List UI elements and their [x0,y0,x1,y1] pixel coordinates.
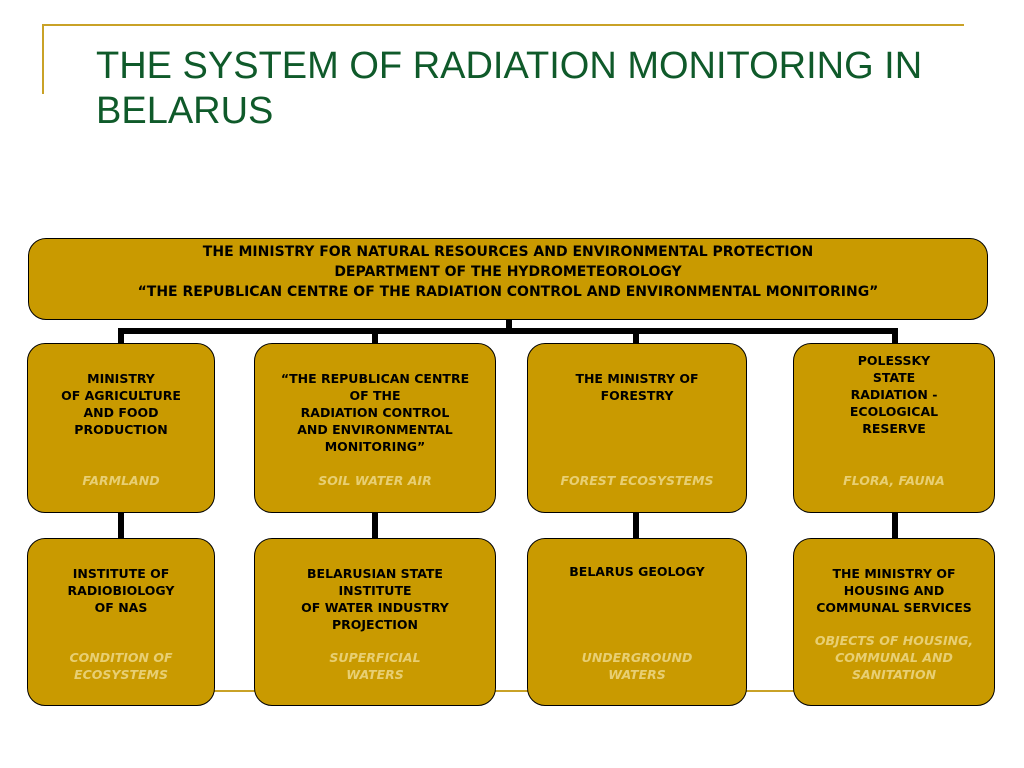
org-name: POLESSKY STATE RADIATION - ECOLOGICAL RE… [849,353,939,436]
top-decor-line [42,24,964,26]
org-name: MINISTRY OF AGRICULTURE AND FOOD PRODUCT… [61,371,181,437]
connector-vertical-3 [633,512,639,540]
connector-vertical-4 [892,512,898,540]
top-box-line-1: THE MINISTRY FOR NATURAL RESOURCES AND E… [202,244,814,260]
box-ministry-forestry: THE MINISTRY OF FORESTRY FOREST ECOSYSTE… [527,343,747,513]
bottom-decor-line [42,690,964,692]
monitoring-object: CONDITION OF ECOSYSTEMS [69,650,173,682]
connector-drop-1 [118,328,124,345]
box-republican-centre: “THE REPUBLICAN CENTRE OF THE RADIATION … [254,343,496,513]
box-belarus-geology: BELARUS GEOLOGY UNDERGROUND WATERS [527,538,747,706]
org-name: INSTITUTE OF RADIOBIOLOGY OF NAS [67,566,175,615]
monitoring-object: UNDERGROUND WATERS [581,650,693,682]
monitoring-object: SOIL WATER AIR [318,473,432,488]
connector-vertical-2 [372,512,378,540]
org-name: THE MINISTRY OF FORESTRY [575,371,699,403]
box-ministry-agriculture: MINISTRY OF AGRICULTURE AND FOOD PRODUCT… [27,343,215,513]
org-name: THE MINISTRY OF HOUSING AND COMMUNAL SER… [816,566,972,615]
connector-horizontal-bar [118,328,898,334]
org-name: BELARUS GEOLOGY [569,564,705,579]
monitoring-object: FARMLAND [82,473,160,488]
connector-top-stem [506,319,512,331]
top-box-line-2: DEPARTMENT OF THE HYDROMETEOROLOGY [334,264,682,280]
ministry-top-box: THE MINISTRY FOR NATURAL RESOURCES AND E… [28,238,988,320]
left-decor-line [42,24,44,94]
top-box-line-3: “THE REPUBLICAN CENTRE OF THE RADIATION … [137,284,879,300]
org-name: BELARUSIAN STATE INSTITUTE OF WATER INDU… [301,566,449,632]
connector-drop-4 [892,328,898,345]
box-water-industry-institute: BELARUSIAN STATE INSTITUTE OF WATER INDU… [254,538,496,706]
monitoring-object: FLORA, FAUNA [843,473,945,488]
connector-drop-3 [633,328,639,345]
box-ministry-housing: THE MINISTRY OF HOUSING AND COMMUNAL SER… [793,538,995,706]
monitoring-object: SUPERFICIAL WATERS [329,650,421,682]
monitoring-object: OBJECTS OF HOUSING, COMMUNAL AND SANITAT… [814,633,974,682]
slide-title: THE SYSTEM OF RADIATION MONITORING IN BE… [96,45,923,132]
connector-vertical-1 [118,512,124,540]
connector-drop-2 [372,328,378,345]
org-name: “THE REPUBLICAN CENTRE OF THE RADIATION … [280,371,470,454]
box-institute-radiobiology: INSTITUTE OF RADIOBIOLOGY OF NAS CONDITI… [27,538,215,706]
box-polessky-reserve: POLESSKY STATE RADIATION - ECOLOGICAL RE… [793,343,995,513]
monitoring-object: FOREST ECOSYSTEMS [560,473,714,488]
